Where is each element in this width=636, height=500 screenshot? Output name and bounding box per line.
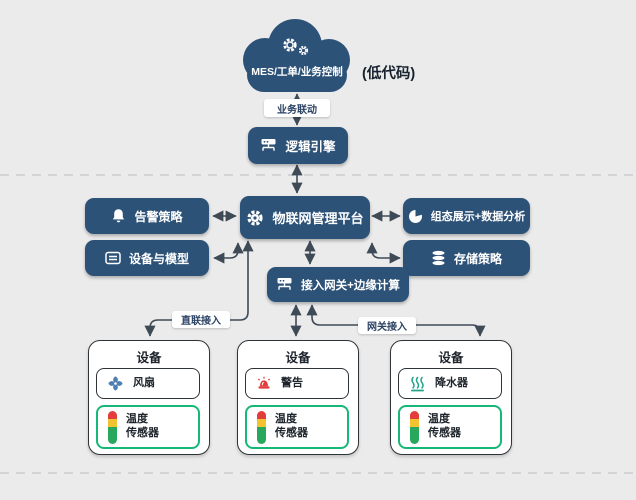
device-model-node: 设备与模型 (85, 240, 209, 276)
device-title: 设备 (136, 351, 162, 365)
device-component-sprinkler: 降水器 (398, 368, 502, 399)
platform-label: 物联网管理平台 (272, 211, 364, 226)
arrow-platform-storage (366, 242, 401, 264)
logic-engine-node: 逻辑引擎 (248, 127, 348, 164)
storage-policy-node: 存储策略 (403, 240, 530, 276)
cloud-shape (243, 19, 350, 92)
alarm-policy-node: 告警策略 (85, 198, 209, 234)
fan-icon (107, 375, 124, 392)
device-title: 设备 (438, 351, 464, 365)
steam-icon (409, 376, 426, 392)
device-model-label: 设备与模型 (128, 251, 189, 266)
pie-chart-icon (408, 209, 423, 224)
sensor-label-line2: 传感器 (275, 427, 308, 439)
temperature-sensor-box: 温度 传感器 (398, 405, 502, 449)
database-icon (431, 250, 446, 266)
edge-gateway-node: 接入网关+边缘计算 (267, 267, 409, 302)
device-box-fan: 设备 风扇 温度 (88, 340, 210, 455)
device-model-icon (105, 251, 121, 265)
sitemap-icon (276, 277, 293, 292)
temperature-sensor-box: 温度 传感器 (96, 405, 200, 449)
sensor-label-line1: 温度 (126, 413, 148, 426)
device-component-alarm: 警告 (245, 368, 349, 399)
device-box-sprinkler: 设备 降水器 温度 传感器 (390, 340, 512, 455)
iot-platform-node: 物联网管理平台 (240, 196, 370, 239)
sensor-label-line2: 传感器 (428, 427, 461, 439)
temperature-sensor-box: 温度 传感器 (245, 405, 349, 449)
gateway-access-label: 网关接入 (358, 317, 416, 334)
device-box-alarm: 设备 警告 温度 传感器 (237, 340, 359, 455)
sensor-label-line1: 温度 (275, 413, 297, 426)
sensor-label: 温度 传感器 (126, 413, 159, 441)
component-label: 降水器 (435, 376, 468, 389)
sitemap-icon (260, 138, 277, 153)
device-title: 设备 (285, 351, 311, 365)
sensor-label-line1: 温度 (428, 413, 450, 426)
thermometer-icon (410, 410, 419, 444)
business-link-label: 业务联动 (264, 99, 330, 117)
display-analysis-node: 组态展示+数据分析 (403, 198, 530, 234)
gear-icon (298, 45, 309, 56)
gear-icon (246, 209, 264, 227)
low-code-note: (低代码) (362, 66, 416, 82)
sensor-label: 温度 传感器 (428, 413, 461, 441)
thermometer-icon (257, 410, 266, 444)
gear-icon (283, 38, 297, 52)
sensor-label: 温度 传感器 (275, 413, 308, 441)
thermometer-icon (108, 410, 117, 444)
alarm-policy-label: 告警策略 (134, 209, 183, 224)
alarm-icon (256, 376, 272, 391)
component-label: 警告 (281, 376, 303, 389)
sensor-label-line2: 传感器 (126, 427, 159, 439)
direct-access-label: 直联接入 (172, 311, 230, 328)
display-analysis-label: 组态展示+数据分析 (430, 211, 526, 223)
edge-gateway-label: 接入网关+边缘计算 (301, 279, 400, 292)
storage-policy-label: 存储策略 (453, 251, 502, 266)
logic-engine-label: 逻辑引擎 (285, 140, 336, 154)
cloud-label: MES/工单/业务控制 (251, 66, 343, 78)
device-component-fan: 风扇 (96, 368, 200, 399)
cloud-gear-icons (282, 37, 309, 56)
bell-icon (111, 208, 126, 224)
component-label: 风扇 (133, 376, 155, 389)
arrow-platform-devicemodel (213, 242, 244, 264)
